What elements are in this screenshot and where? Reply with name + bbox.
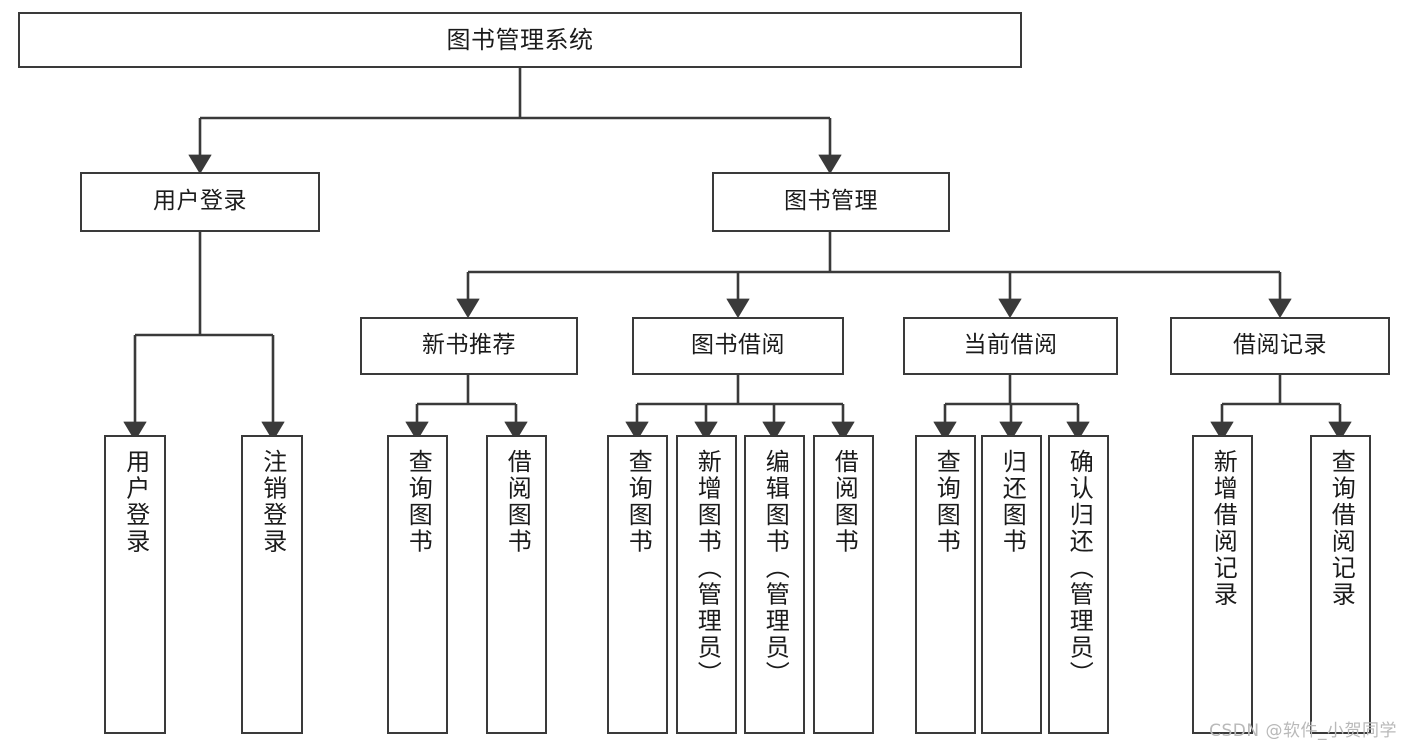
leaf-record-add-borrow-record[interactable]: 新增借阅记录	[1192, 435, 1253, 734]
node-label: 新书推荐	[422, 332, 516, 359]
node-label: 查询借阅记录	[1327, 449, 1356, 608]
node-label: 图书管理	[784, 188, 878, 215]
csdn-watermark: CSDN @软件_小贺同学	[1209, 721, 1397, 741]
node-label: 用户登录	[121, 449, 150, 555]
leaf-borrow-query-book[interactable]: 查询图书	[607, 435, 668, 734]
node-label: 查询图书	[404, 449, 433, 555]
node-label: 编辑图书（管理员）	[761, 449, 790, 688]
leaf-logout[interactable]: 注销登录	[241, 435, 303, 734]
node-label: 当前借阅	[963, 332, 1058, 359]
node-label: 用户登录	[153, 188, 247, 215]
node-label: 借阅图书	[830, 449, 859, 555]
leaf-borrow-edit-book-admin[interactable]: 编辑图书（管理员）	[744, 435, 805, 734]
leaf-user-login[interactable]: 用户登录	[104, 435, 166, 734]
node-label: 新增图书（管理员）	[693, 449, 722, 688]
leaf-current-return-book[interactable]: 归还图书	[981, 435, 1042, 734]
leaf-current-confirm-return-admin[interactable]: 确认归还（管理员）	[1048, 435, 1109, 734]
node-book-borrow[interactable]: 图书借阅	[632, 317, 844, 375]
node-book-management[interactable]: 图书管理	[712, 172, 950, 232]
node-label: 确认归还（管理员）	[1065, 449, 1094, 688]
node-root-book-management-system[interactable]: 图书管理系统	[18, 12, 1022, 68]
node-new-book-recommend[interactable]: 新书推荐	[360, 317, 578, 375]
node-label: 借阅记录	[1233, 332, 1327, 359]
node-label: 图书借阅	[691, 332, 785, 359]
leaf-new-book-borrow-book[interactable]: 借阅图书	[486, 435, 547, 734]
leaf-borrow-add-book-admin[interactable]: 新增图书（管理员）	[676, 435, 737, 734]
leaf-new-book-query-book[interactable]: 查询图书	[387, 435, 448, 734]
node-user-login[interactable]: 用户登录	[80, 172, 320, 232]
node-label: 归还图书	[998, 449, 1027, 555]
node-label: 图书管理系统	[446, 25, 594, 54]
node-current-borrow[interactable]: 当前借阅	[903, 317, 1118, 375]
leaf-borrow-borrow-book[interactable]: 借阅图书	[813, 435, 874, 734]
node-borrow-record[interactable]: 借阅记录	[1170, 317, 1390, 375]
leaf-current-query-book[interactable]: 查询图书	[915, 435, 976, 734]
leaf-record-query-borrow-record[interactable]: 查询借阅记录	[1310, 435, 1371, 734]
node-label: 查询图书	[624, 449, 653, 555]
node-label: 借阅图书	[503, 449, 532, 555]
node-label: 查询图书	[932, 449, 961, 555]
node-label: 新增借阅记录	[1209, 449, 1238, 608]
node-label: 注销登录	[258, 449, 287, 555]
